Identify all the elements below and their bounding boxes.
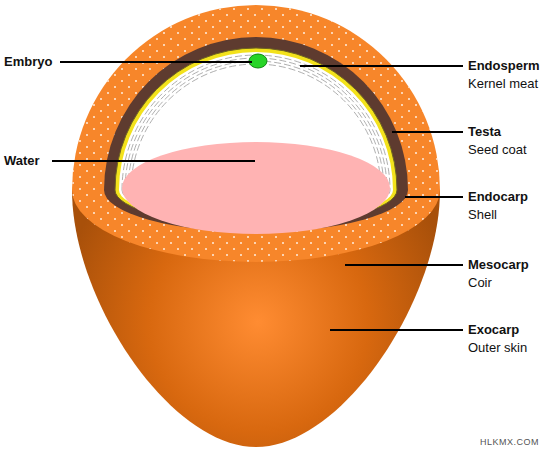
part-name: Water	[4, 153, 40, 169]
part-name: Endocarp	[468, 189, 528, 205]
leader-lines	[52, 62, 463, 330]
watermark: HLKMX.COM	[480, 434, 539, 450]
mesocarp-face	[72, 5, 440, 262]
part-subname: Outer skin	[468, 340, 527, 356]
part-subname: Seed coat	[468, 142, 527, 158]
part-subname: Kernel meat	[468, 76, 538, 92]
part-subname: Coir	[468, 275, 492, 291]
part-subname: Shell	[468, 207, 497, 223]
part-name: Testa	[468, 124, 501, 140]
part-name: Exocarp	[468, 322, 519, 338]
part-name: Mesocarp	[468, 257, 529, 273]
part-name: Embryo	[4, 54, 52, 70]
coir-dots	[72, 5, 440, 262]
part-name: Endosperm	[468, 58, 540, 74]
water-pool	[122, 142, 390, 234]
